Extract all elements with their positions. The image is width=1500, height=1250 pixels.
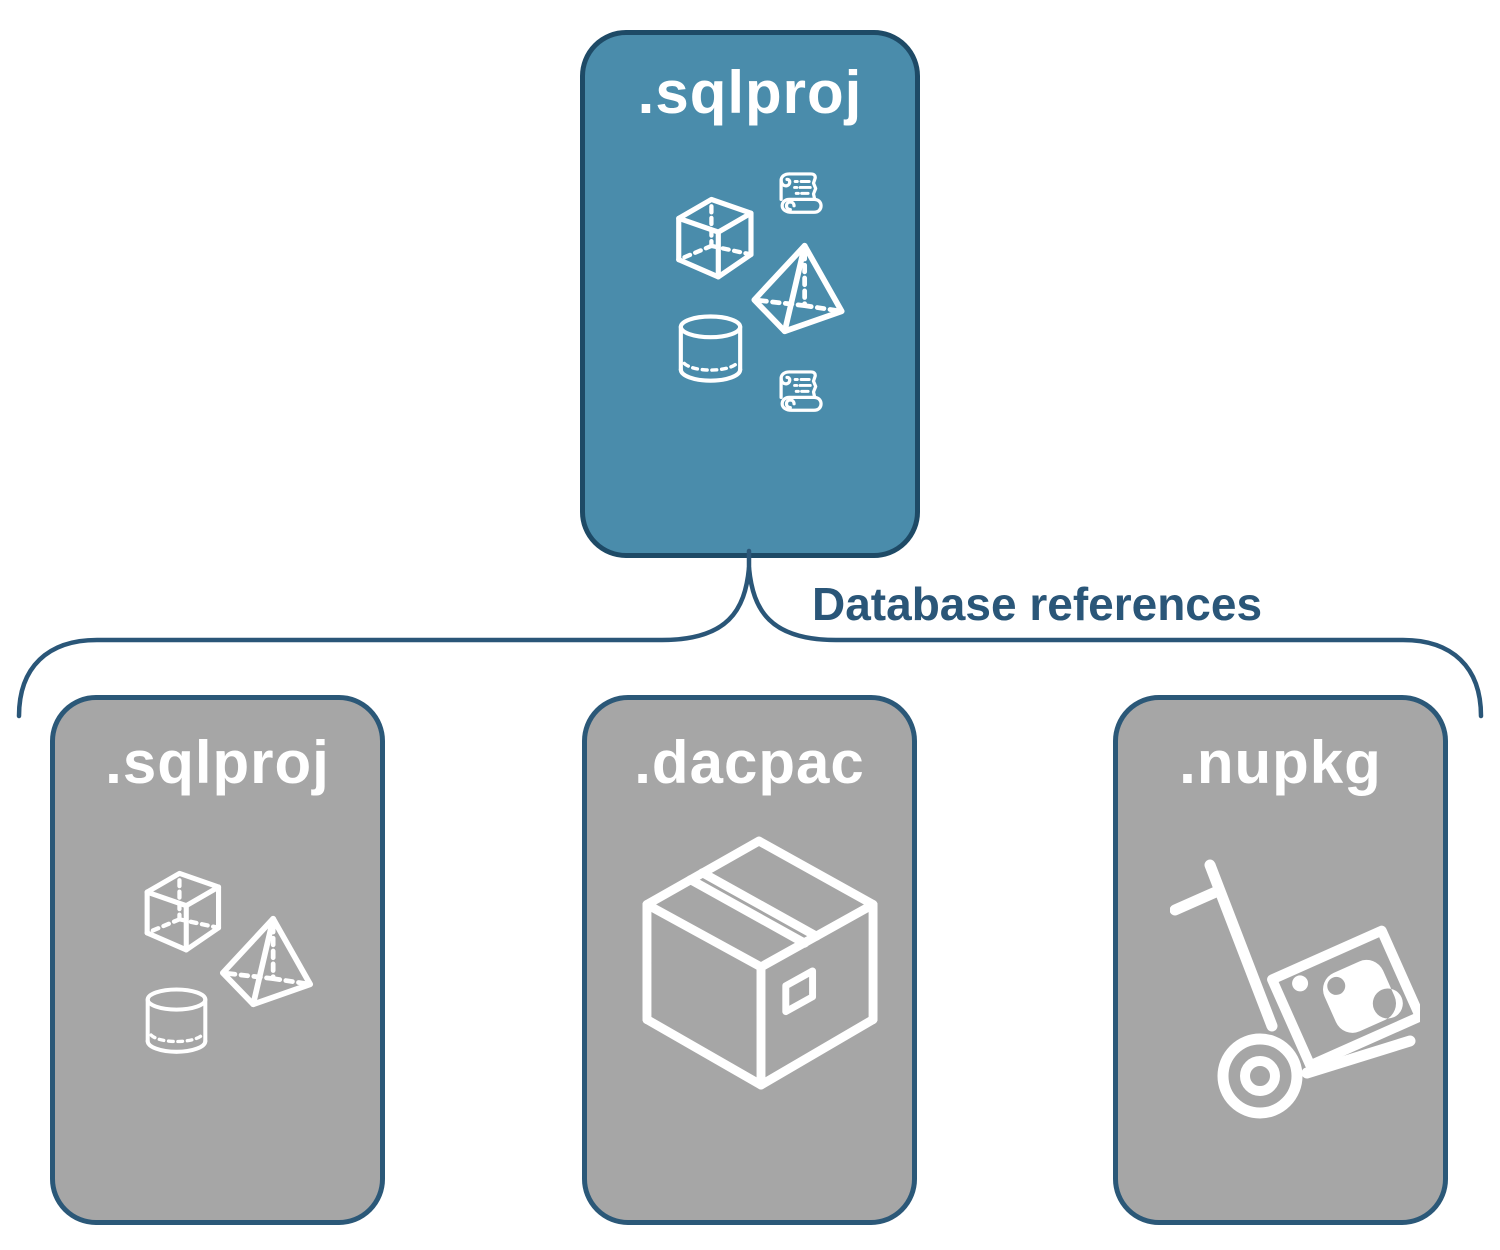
connector-label: Database references	[812, 578, 1263, 630]
node-label: .dacpac	[634, 729, 865, 796]
package-box-icon	[642, 835, 880, 1093]
cylinder-icon	[143, 986, 210, 1060]
hand-truck-nuget-icon	[1170, 858, 1420, 1120]
pyramid-icon	[748, 241, 848, 336]
node-child-sqlproj: .sqlproj	[50, 695, 385, 1225]
node-label: .sqlproj	[105, 729, 330, 796]
node-child-dacpac: .dacpac	[582, 695, 917, 1225]
cube-icon	[671, 195, 757, 283]
node-child-nupkg: .nupkg	[1113, 695, 1448, 1225]
script-scroll-icon	[773, 366, 827, 420]
pyramid-icon	[216, 914, 317, 1009]
script-scroll-icon	[773, 168, 827, 222]
node-label: .sqlproj	[637, 59, 863, 126]
cube-icon	[138, 870, 226, 955]
node-root-sqlproj: .sqlproj	[580, 30, 920, 558]
cylinder-icon	[676, 313, 745, 389]
node-label: .nupkg	[1179, 729, 1382, 796]
